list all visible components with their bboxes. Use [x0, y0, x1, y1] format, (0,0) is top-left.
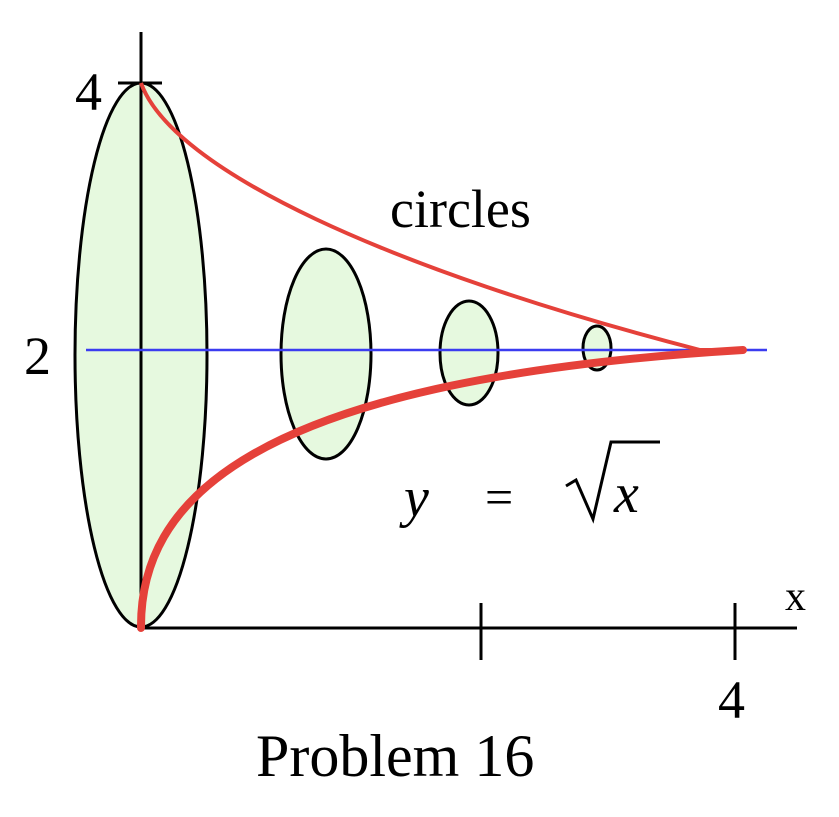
x-axis-label: x [785, 574, 806, 620]
equation-x: x [613, 463, 639, 525]
equation-equals: = [485, 469, 513, 525]
y-tick-label-4: 4 [75, 62, 102, 122]
upper-curve [139, 82, 743, 352]
x-tick-label-4: 4 [718, 670, 745, 730]
equation-y-equals-sqrt-x: y = x [399, 440, 660, 529]
circles-label: circles [390, 179, 531, 239]
caption: Problem 16 [256, 723, 534, 789]
sqrt-curve [136, 346, 747, 632]
y-tick-label-2: 2 [24, 326, 51, 386]
disc-second [279, 247, 373, 461]
radical-sign [565, 440, 660, 524]
equation-y: y [399, 467, 429, 529]
